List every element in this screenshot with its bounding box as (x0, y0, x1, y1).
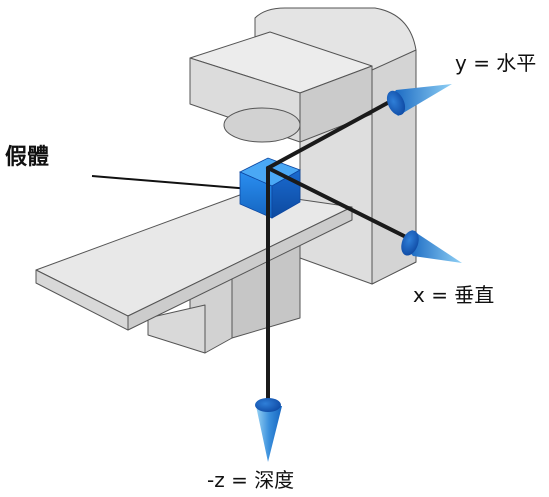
y-axis-label: y = 水平 (455, 51, 537, 75)
z-axis-arrow-icon (256, 406, 282, 462)
couch-top-side-edge (127, 206, 353, 331)
coordinate-axes (266, 98, 414, 407)
phantom-label: 假體 (5, 145, 50, 170)
axis-arrowheads (255, 84, 462, 462)
couch-pedestal-face (147, 304, 206, 354)
y-axis-arrow-icon (391, 84, 452, 116)
patient-couch (35, 191, 353, 354)
z-axis-arrow-base (255, 398, 281, 412)
x-axis-arrow-base (401, 230, 419, 256)
phantom-leader-line (91, 175, 263, 191)
x-axis-line (266, 166, 414, 242)
y-axis-arrow-base (386, 90, 406, 116)
x-axis-label: x = 垂直 (413, 283, 495, 307)
z-axis-label: -z = 深度 (207, 468, 295, 492)
y-axis-line (266, 98, 395, 170)
x-axis-arrow-icon (407, 230, 462, 263)
collimator (223, 107, 301, 143)
